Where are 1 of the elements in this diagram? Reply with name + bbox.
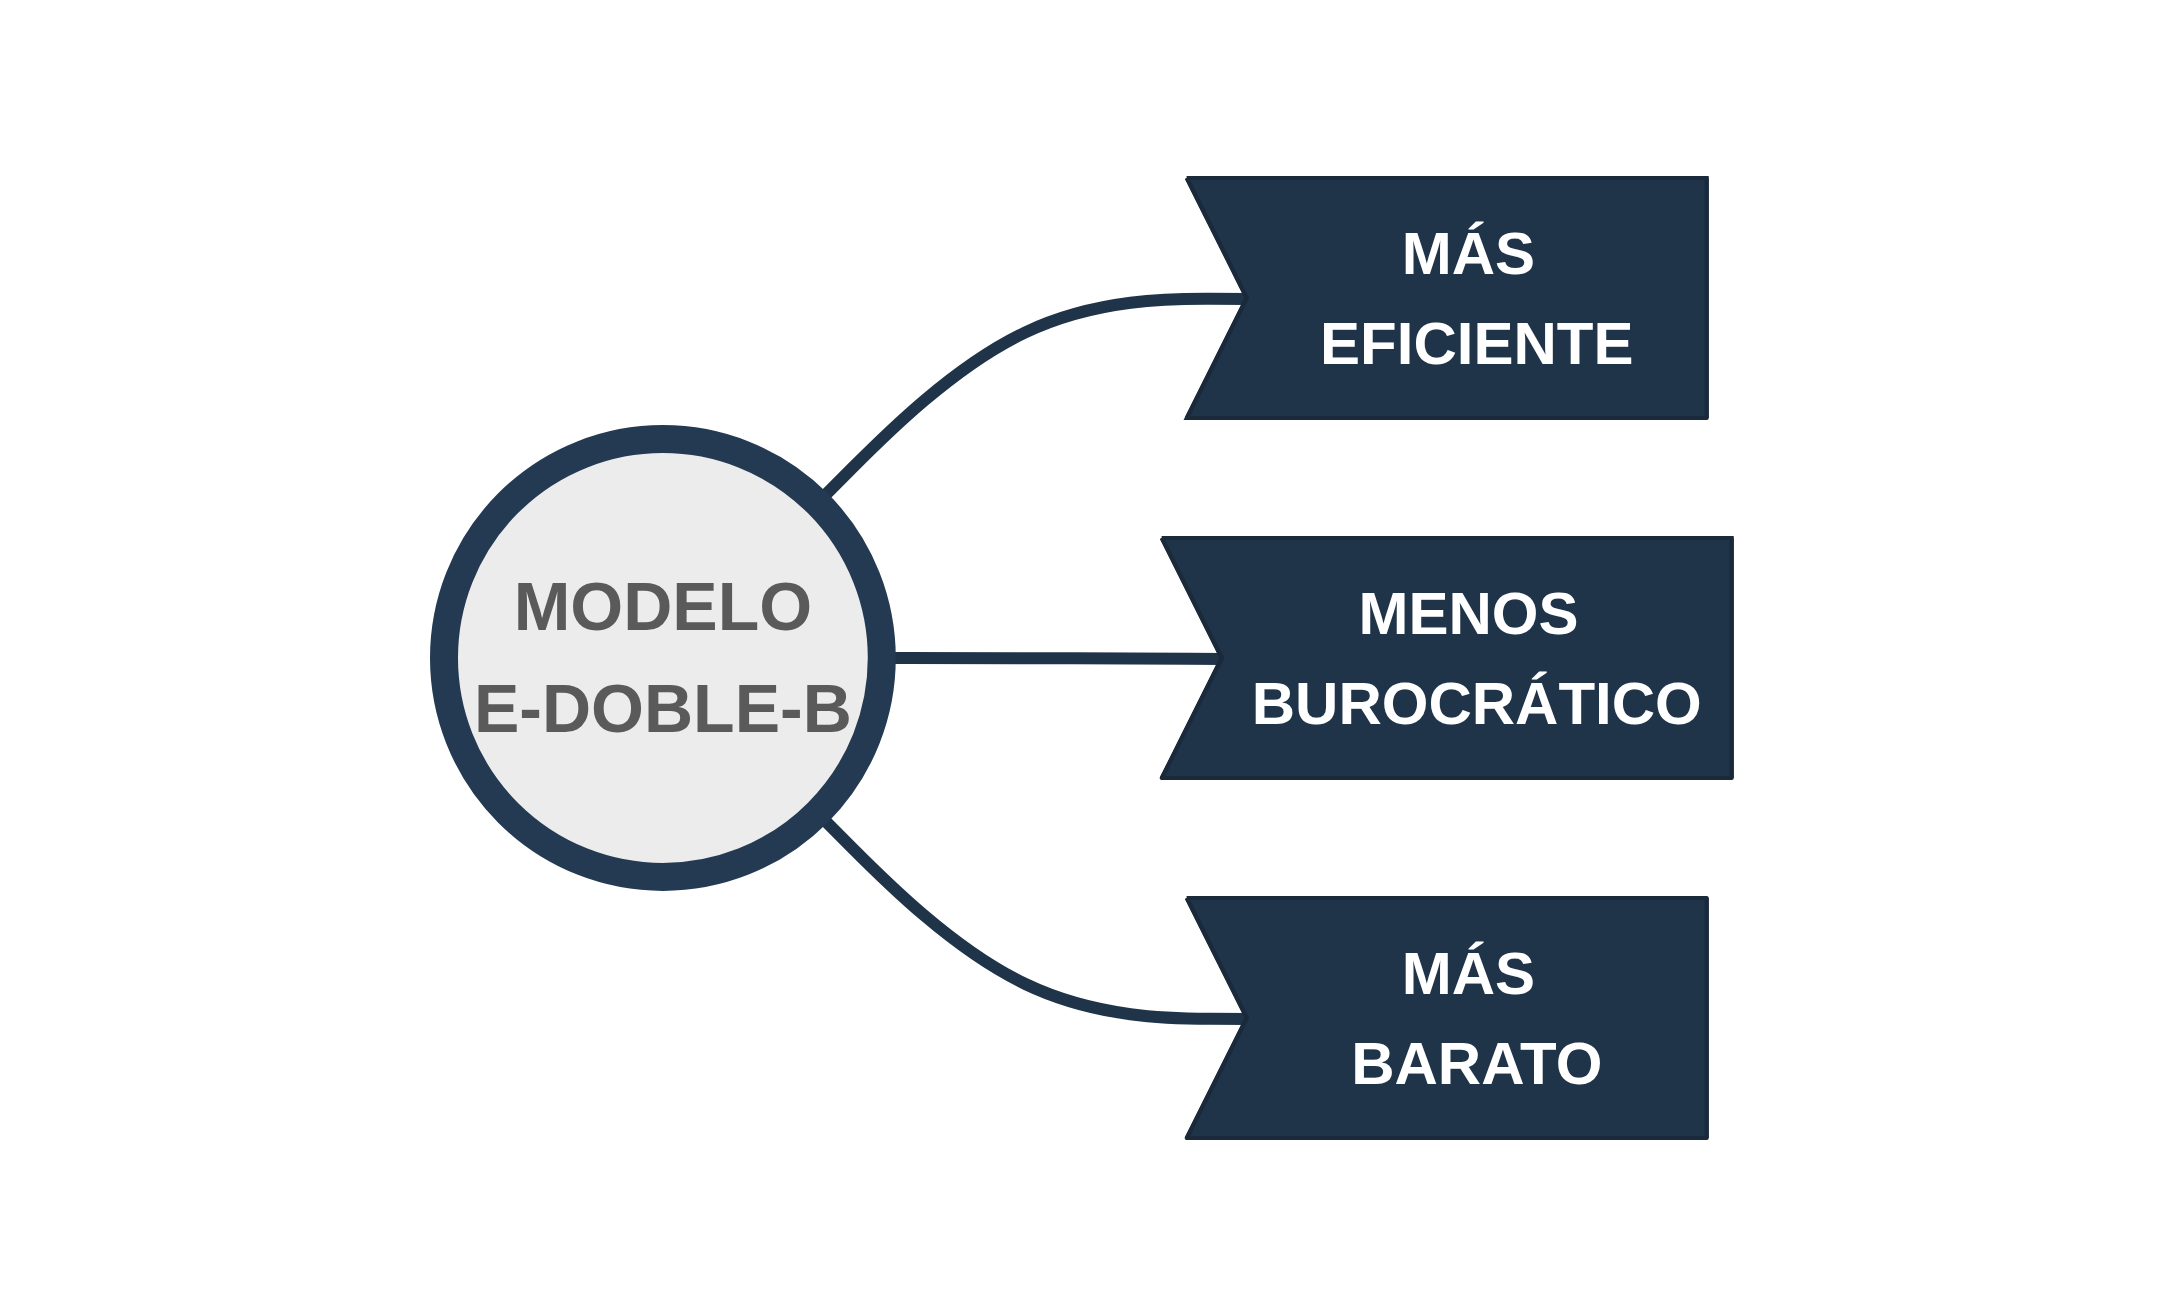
node-circle: MODELO E-DOBLE-B xyxy=(430,424,896,891)
